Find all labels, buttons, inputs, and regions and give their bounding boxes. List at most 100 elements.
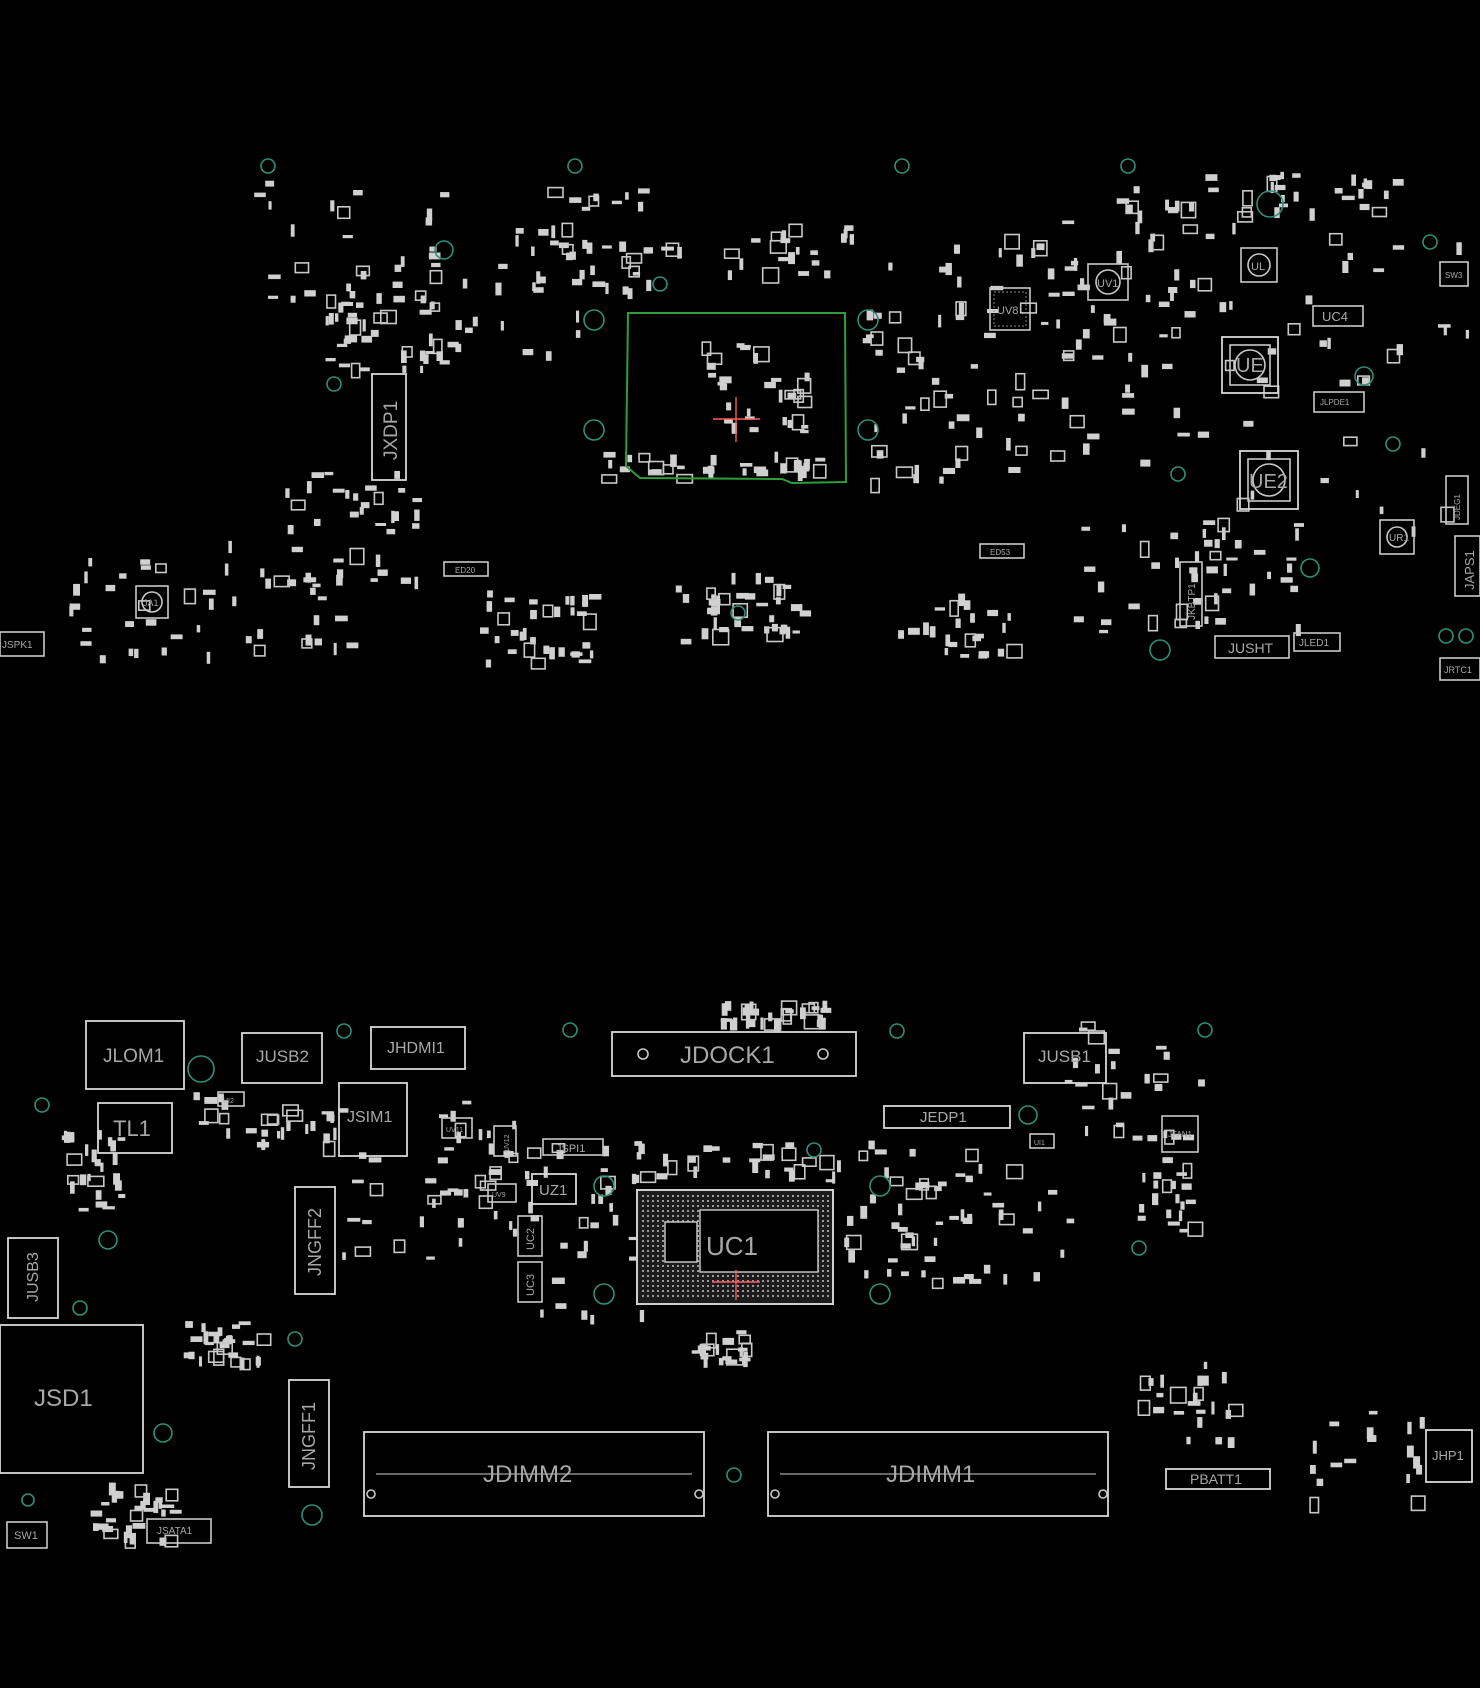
component-jfan1[interactable]: JFAN1 (1161, 1115, 1199, 1153)
passive-component (763, 1018, 782, 1031)
bga-ball (687, 1295, 689, 1297)
component-jngff1[interactable]: JNGFF1 (288, 1379, 330, 1488)
component-jsim1[interactable]: JSIM1 (338, 1082, 408, 1157)
bga-ball (647, 1200, 649, 1202)
component-uv9[interactable]: UV9 (487, 1183, 517, 1203)
passive-component (528, 1201, 533, 1214)
component-jdimm1[interactable]: JDIMM1 (767, 1431, 1109, 1517)
component-jsata1[interactable]: JSATA1 (146, 1518, 212, 1544)
passive-component (740, 463, 753, 467)
component-tl1[interactable]: TL1 (97, 1102, 173, 1154)
passive-component (1016, 254, 1023, 267)
passive-component (1102, 1082, 1118, 1100)
component-jled1[interactable]: JLED1 (1293, 632, 1341, 652)
component-uc2[interactable]: UC2 (517, 1215, 543, 1257)
component-jhdmi1[interactable]: JHDMI1 (370, 1026, 466, 1070)
bga-ball (777, 1280, 779, 1282)
bga-ball (707, 1200, 709, 1202)
passive-component (224, 563, 229, 576)
bga-ball (662, 1260, 664, 1262)
component-jedp1[interactable]: JEDP1 (883, 1105, 1011, 1129)
bga-ball (707, 1275, 709, 1277)
component-jhp1[interactable]: JHP1 (1425, 1429, 1473, 1483)
passive-component (1421, 448, 1426, 458)
bga-ball (652, 1260, 654, 1262)
passive-component (132, 1523, 146, 1529)
component-ul[interactable]: UL (1240, 247, 1278, 283)
component-ui2[interactable]: UI2 (217, 1091, 245, 1107)
passive-component (843, 229, 848, 239)
component-ue2[interactable]: UE2 (1239, 450, 1299, 510)
component-jdock1[interactable]: JDOCK1 (611, 1031, 857, 1077)
component-uc1[interactable]: UC1 (636, 1189, 834, 1305)
component-ja1[interactable]: JA1 (135, 585, 169, 619)
component-pbatt1[interactable]: PBATT1 (1165, 1468, 1271, 1490)
component-ed53[interactable]: ED53 (979, 543, 1025, 559)
component-uv12[interactable]: UV12 (493, 1125, 517, 1157)
component-jspk1[interactable]: JSPK1 (0, 631, 45, 657)
bga-ball (677, 1295, 679, 1297)
bga-ball (712, 1195, 714, 1197)
component-jlom1[interactable]: JLOM1 (85, 1020, 185, 1090)
component-japs1[interactable]: JAPS1 (1454, 535, 1480, 597)
component-jngff2[interactable]: JNGFF2 (294, 1186, 336, 1295)
component-jxdp1[interactable]: JXDP1 (371, 373, 407, 481)
bga-ball (667, 1195, 669, 1197)
passive-component (134, 1484, 148, 1498)
component-sw3[interactable]: SW3 (1439, 261, 1469, 287)
component-ed20[interactable]: ED20 (443, 561, 489, 577)
passive-component (359, 507, 364, 515)
selected-region-outline[interactable] (624, 312, 848, 485)
passive-component (94, 1159, 101, 1167)
passive-component (1080, 1021, 1096, 1031)
passive-component (538, 229, 549, 236)
component-jdimm2[interactable]: JDIMM2 (363, 1431, 705, 1517)
component-jdeg1[interactable]: JDEG1 (1445, 475, 1469, 525)
component-jrtc1[interactable]: JRTC1 (1439, 657, 1480, 681)
passive-component (844, 225, 854, 231)
component-uc4[interactable]: UC4 (1312, 305, 1364, 327)
passive-component (900, 1243, 911, 1249)
passive-component (661, 246, 674, 251)
component-jusb3[interactable]: JUSB3 (7, 1237, 59, 1319)
component-ur1[interactable]: UR1 (1379, 519, 1415, 555)
bga-ball (647, 1275, 649, 1277)
component-ue[interactable]: UE (1221, 336, 1279, 394)
component-sw1[interactable]: SW1 (6, 1521, 48, 1549)
passive-component (953, 1277, 966, 1284)
passive-component (324, 471, 334, 476)
label-jdimm2: JDIMM2 (483, 1461, 572, 1488)
passive-component (203, 589, 216, 595)
component-uc3[interactable]: UC3 (517, 1261, 543, 1303)
component-jkbtp1[interactable]: JKBTP1 (1179, 561, 1203, 627)
passive-component (955, 618, 961, 628)
component-uv11[interactable]: UV11 (441, 1117, 473, 1139)
passive-component (743, 1356, 748, 1368)
passive-component (412, 523, 420, 529)
component-jusb1[interactable]: JUSB1 (1023, 1032, 1107, 1084)
passive-component (105, 584, 116, 592)
passive-component (101, 1502, 110, 1506)
passive-component (1062, 291, 1075, 296)
bga-ball (747, 1200, 749, 1202)
bga-ball (762, 1275, 764, 1277)
bga-ball (672, 1220, 674, 1222)
passive-component (190, 1336, 203, 1342)
component-ui1[interactable]: UI1 (1029, 1133, 1055, 1149)
passive-component (1033, 1272, 1040, 1282)
passive-component (724, 1001, 732, 1011)
passive-component (1112, 326, 1127, 343)
component-jusb2[interactable]: JUSB2 (241, 1032, 323, 1084)
passive-component (228, 540, 232, 554)
label-ue: UE (1236, 355, 1264, 377)
component-uv1[interactable]: UV1 (1087, 263, 1129, 301)
component-jspi1[interactable]: JSPI1 (542, 1138, 604, 1156)
passive-component (355, 265, 371, 277)
component-jlpde1[interactable]: JLPDE1 (1313, 391, 1365, 413)
component-jsd1[interactable]: JSD1 (0, 1324, 144, 1474)
passive-component (232, 596, 237, 607)
component-uv8[interactable]: UV8 (989, 287, 1031, 331)
component-jusht[interactable]: JUSHT (1214, 635, 1290, 659)
component-uz1[interactable]: UZ1 (531, 1173, 577, 1205)
passive-component (612, 1214, 619, 1226)
